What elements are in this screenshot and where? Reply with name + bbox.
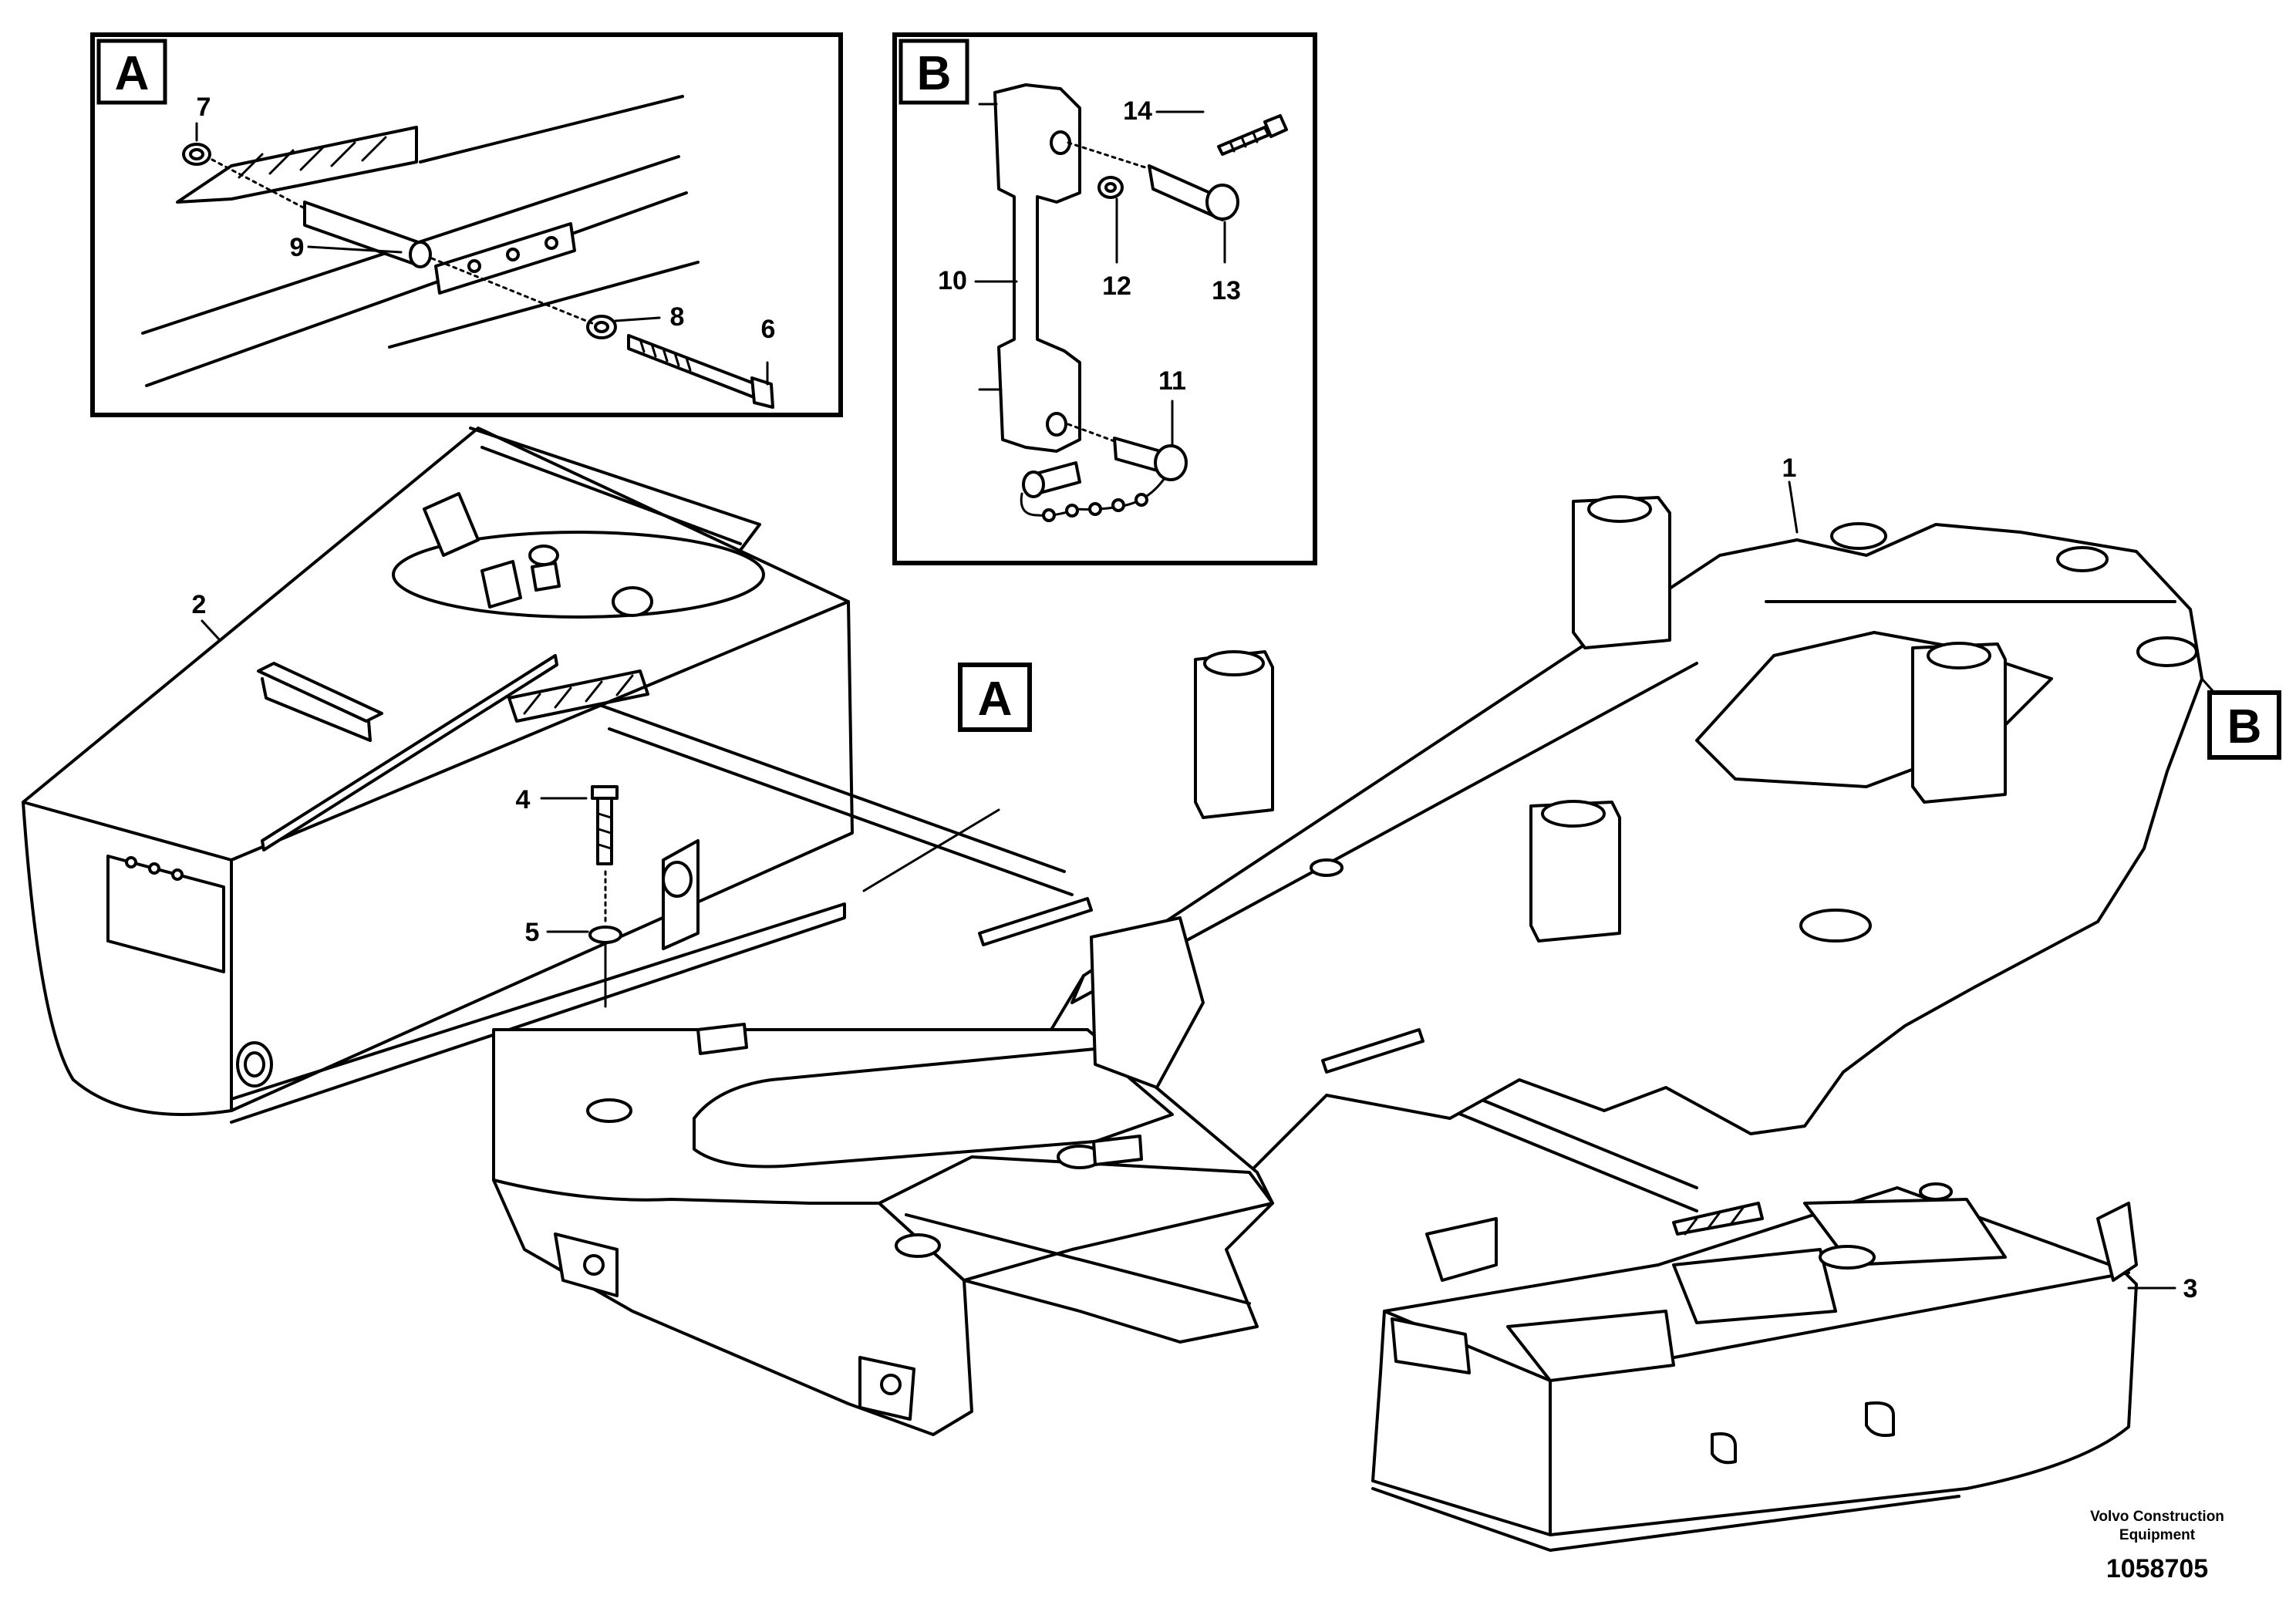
company-name-line1: Volvo Construction (2090, 1509, 2224, 1525)
callout-4: 4 (516, 785, 531, 814)
callout-7: 7 (197, 93, 211, 122)
callout-6: 6 (761, 315, 776, 344)
callout-14: 14 (1123, 96, 1152, 126)
front-frame: 4 5 (492, 785, 1498, 1436)
callout-2: 2 (192, 590, 207, 619)
upper-frame-1: 1 (862, 454, 2234, 1212)
callout-12: 12 (1102, 271, 1131, 301)
detail-a-reference: A (958, 663, 1032, 732)
detail-b-inset: B 14 12 13 (892, 32, 1317, 565)
callout-11: 11 (1158, 366, 1186, 396)
detail-a-inset: A 7 9 8 6 (90, 32, 843, 417)
fuel-tank-2: 2 (22, 427, 854, 1124)
callout-8: 8 (670, 302, 685, 332)
callout-1: 1 (1782, 454, 1797, 483)
detail-a-ref-tag: A (978, 673, 1013, 726)
callout-10: 10 (938, 266, 967, 295)
callout-13: 13 (1212, 276, 1241, 305)
detail-b-tag: B (917, 47, 952, 100)
company-name-line2: Equipment (2119, 1527, 2196, 1543)
callout-9: 9 (290, 233, 305, 262)
detail-a-tag: A (115, 47, 150, 100)
drawing-number: 1058705 (2106, 1554, 2208, 1583)
hydraulic-tank-3: 3 (1371, 1182, 2198, 1552)
detail-b-ref-tag: B (2227, 700, 2262, 754)
callout-5: 5 (525, 918, 540, 947)
callout-3: 3 (2183, 1274, 2198, 1303)
footer: Volvo Construction Equipment 1058705 (2090, 1509, 2224, 1583)
detail-b-reference: B (2207, 690, 2281, 760)
